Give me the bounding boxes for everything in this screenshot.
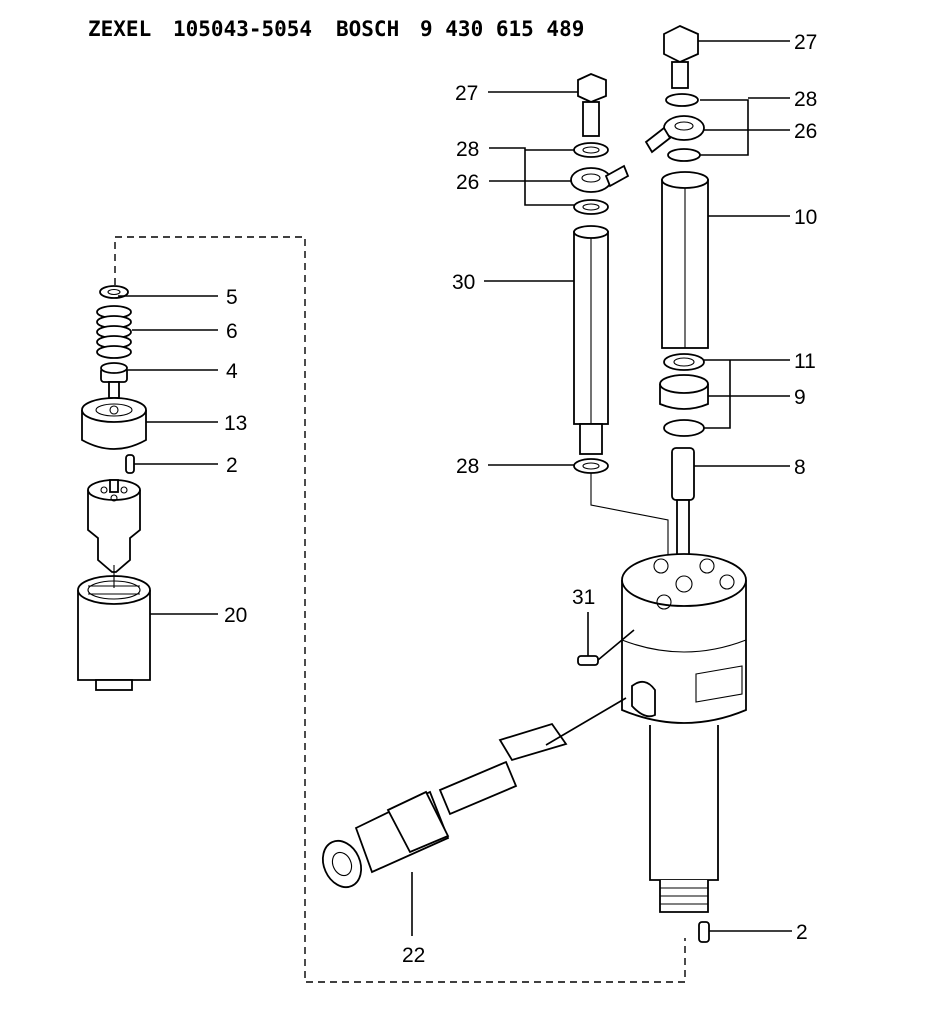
part-6-spring — [96, 305, 132, 359]
leader-lines — [113, 40, 792, 936]
callout-27-left: 27 — [455, 82, 478, 105]
part-28-washer-bottom — [573, 458, 609, 474]
callout-labels: 27 28 26 30 28 27 28 26 10 11 9 8 31 22 … — [224, 31, 817, 967]
part-28-washer-lower — [573, 199, 609, 215]
part-2-dowel-pin-upper — [125, 454, 135, 474]
callout-11: 11 — [794, 350, 816, 373]
part-27-banjo-bolt-right — [663, 25, 699, 89]
callout-28-left-lower: 28 — [456, 455, 479, 478]
part-27-banjo-bolt-left — [577, 73, 607, 137]
callout-4: 4 — [226, 360, 238, 383]
callout-10: 10 — [794, 206, 817, 229]
callout-9: 9 — [794, 386, 806, 409]
maker-zexel: ZEXEL — [88, 17, 151, 41]
callout-26-right: 26 — [794, 120, 817, 143]
part-22-inlet-connector — [321, 722, 568, 889]
part-9-delivery-valve-seat — [659, 374, 709, 437]
callout-28-right: 28 — [794, 88, 817, 111]
pump-body — [621, 553, 747, 913]
callout-28-left-upper: 28 — [456, 138, 479, 161]
part-number-bosch: 9 430 615 489 — [420, 17, 584, 41]
callout-13: 13 — [224, 412, 247, 435]
callout-20: 20 — [224, 604, 247, 627]
part-26-banjo-fitting-left — [570, 164, 630, 193]
callout-22: 22 — [402, 944, 425, 967]
part-28-washer-right-upper — [665, 93, 699, 107]
part-28-washer-right-lower — [667, 148, 701, 162]
part-number-zexel: 105043-5054 — [173, 17, 312, 41]
part-30-delivery-valve-holder — [573, 225, 609, 455]
part-2-dowel-pin-lower — [698, 921, 710, 943]
callout-27-right: 27 — [794, 31, 817, 54]
part-26-banjo-fitting-right — [644, 115, 705, 154]
callout-8: 8 — [794, 456, 806, 479]
callout-5: 5 — [226, 286, 238, 309]
callout-26-left: 26 — [456, 171, 479, 194]
part-4-pin — [100, 362, 128, 399]
part-5-shim — [99, 285, 129, 299]
part-11-gasket — [663, 353, 705, 371]
part-28-washer-upper — [573, 142, 609, 158]
header: ZEXEL 105043-5054 BOSCH 9 430 615 489 — [88, 17, 584, 41]
assembly-frame — [114, 236, 686, 983]
callout-6: 6 — [226, 320, 238, 343]
part-20-cap-nut — [77, 575, 151, 691]
nozzle-body — [87, 479, 141, 573]
callout-31: 31 — [572, 586, 595, 609]
callout-2-upper: 2 — [226, 454, 238, 477]
part-31-pin — [577, 655, 599, 666]
callout-2-lower: 2 — [796, 921, 808, 944]
part-10-holder — [661, 171, 709, 349]
callout-30: 30 — [452, 271, 475, 294]
part-13-retaining-nut — [81, 397, 147, 450]
maker-bosch: BOSCH — [336, 17, 399, 41]
